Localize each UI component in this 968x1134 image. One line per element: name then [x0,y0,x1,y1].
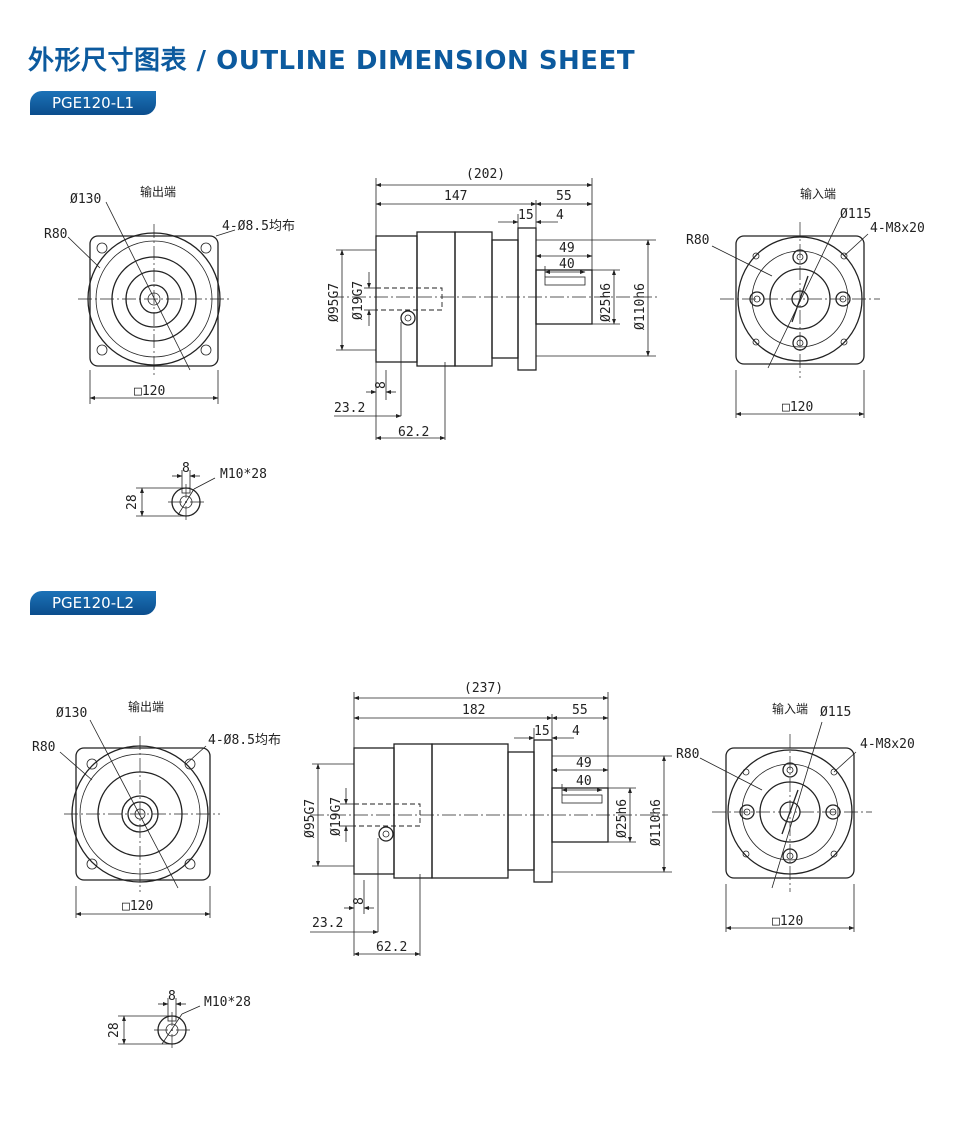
bore-inner-label: Ø19G7 [351,281,366,320]
output-square-label: □120 [122,899,153,914]
thread-label: M10*28 [204,995,251,1010]
input-end-view: 输入端 Ø115 R80 4-M8x20 □120 [686,186,925,418]
pilot-diameter-label: Ø110h6 [633,283,648,330]
page-title: 外形尺寸图表 / OUTLINE DIMENSION SHEET [28,46,636,76]
total-length-label: (237) [464,681,503,696]
key-height-label: 28 [125,494,140,510]
pilot-diameter-label: Ø110h6 [649,799,664,846]
input-square-label: □120 [782,400,813,415]
shaft-end-detail: 8 28 M10*28 [107,989,251,1048]
flange-width-label: 15 [534,724,550,739]
shaft-length-label: 55 [572,703,588,718]
key-inner-label: 40 [576,774,592,789]
shaft-diameter-label: Ø25h6 [615,799,630,838]
input-holes-label: 4-M8x20 [860,737,915,752]
output-radius-label: R80 [32,740,55,755]
key-inner-label: 40 [559,257,575,272]
model-badge-l1: PGE120-L1 [30,91,156,115]
bore-outer-label: Ø95G7 [327,283,342,322]
output-end-view: 输出端 Ø130 R80 4-Ø8.5均布 □120 [44,184,295,404]
input-end-view: 输入端 Ø115 R80 4-M8x20 □120 [676,701,915,932]
input-diameter-label: Ø115 [820,705,851,720]
key-width-label: 8 [182,461,190,476]
side-view: (202) 147 55 15 4 49 40 Ø25h6 Ø110h6 Ø95… [327,167,660,440]
output-end-label: 输出端 [140,184,176,199]
input-diameter-label: Ø115 [840,207,871,222]
key-height-label: 28 [107,1022,122,1038]
output-diameter-label: Ø130 [56,706,87,721]
key-width-label: 8 [168,989,176,1004]
input-holes-label: 4-M8x20 [870,221,925,236]
bore-inner-label: Ø19G7 [329,797,344,836]
input-end-label: 输入端 [800,186,836,201]
offset-8-label: 8 [374,381,389,389]
offset-62-2-label: 62.2 [376,940,407,955]
offset-62-2-label: 62.2 [398,425,429,440]
model-l2-drawing: 输出端 Ø130 R80 4-Ø8.5均布 □120 [32,681,915,1048]
gap-label: 4 [556,208,564,223]
offset-23-2-label: 23.2 [312,916,343,931]
input-end-label: 输入端 [772,701,808,716]
output-holes-label: 4-Ø8.5均布 [222,219,295,234]
input-radius-label: R80 [676,747,699,762]
model-badge-l2: PGE120-L2 [30,591,156,615]
offset-23-2-label: 23.2 [334,401,365,416]
output-end-label: 输出端 [128,699,164,714]
model-l1-drawing: 输出端 Ø130 R80 4-Ø8.5均布 □120 [44,167,925,520]
output-radius-label: R80 [44,227,67,242]
side-view: (237) 182 55 15 4 49 40 Ø25h6 Ø110h6 Ø95… [303,681,672,956]
body-length-label: 147 [444,189,467,204]
key-length-label: 49 [559,241,575,256]
flange-width-label: 15 [518,208,534,223]
output-square-label: □120 [134,384,165,399]
bore-outer-label: Ø95G7 [303,799,318,838]
gap-label: 4 [572,724,580,739]
output-end-view: 输出端 Ø130 R80 4-Ø8.5均布 □120 [32,699,281,918]
output-holes-label: 4-Ø8.5均布 [208,733,281,748]
output-diameter-label: Ø130 [70,192,101,207]
shaft-diameter-label: Ø25h6 [599,283,614,322]
offset-8-label: 8 [352,897,367,905]
body-length-label: 182 [462,703,485,718]
shaft-end-detail: 8 28 M10*28 [125,461,267,520]
input-radius-label: R80 [686,233,709,248]
thread-label: M10*28 [220,467,267,482]
key-length-label: 49 [576,756,592,771]
input-square-label: □120 [772,914,803,929]
shaft-length-label: 55 [556,189,572,204]
total-length-label: (202) [466,167,505,182]
